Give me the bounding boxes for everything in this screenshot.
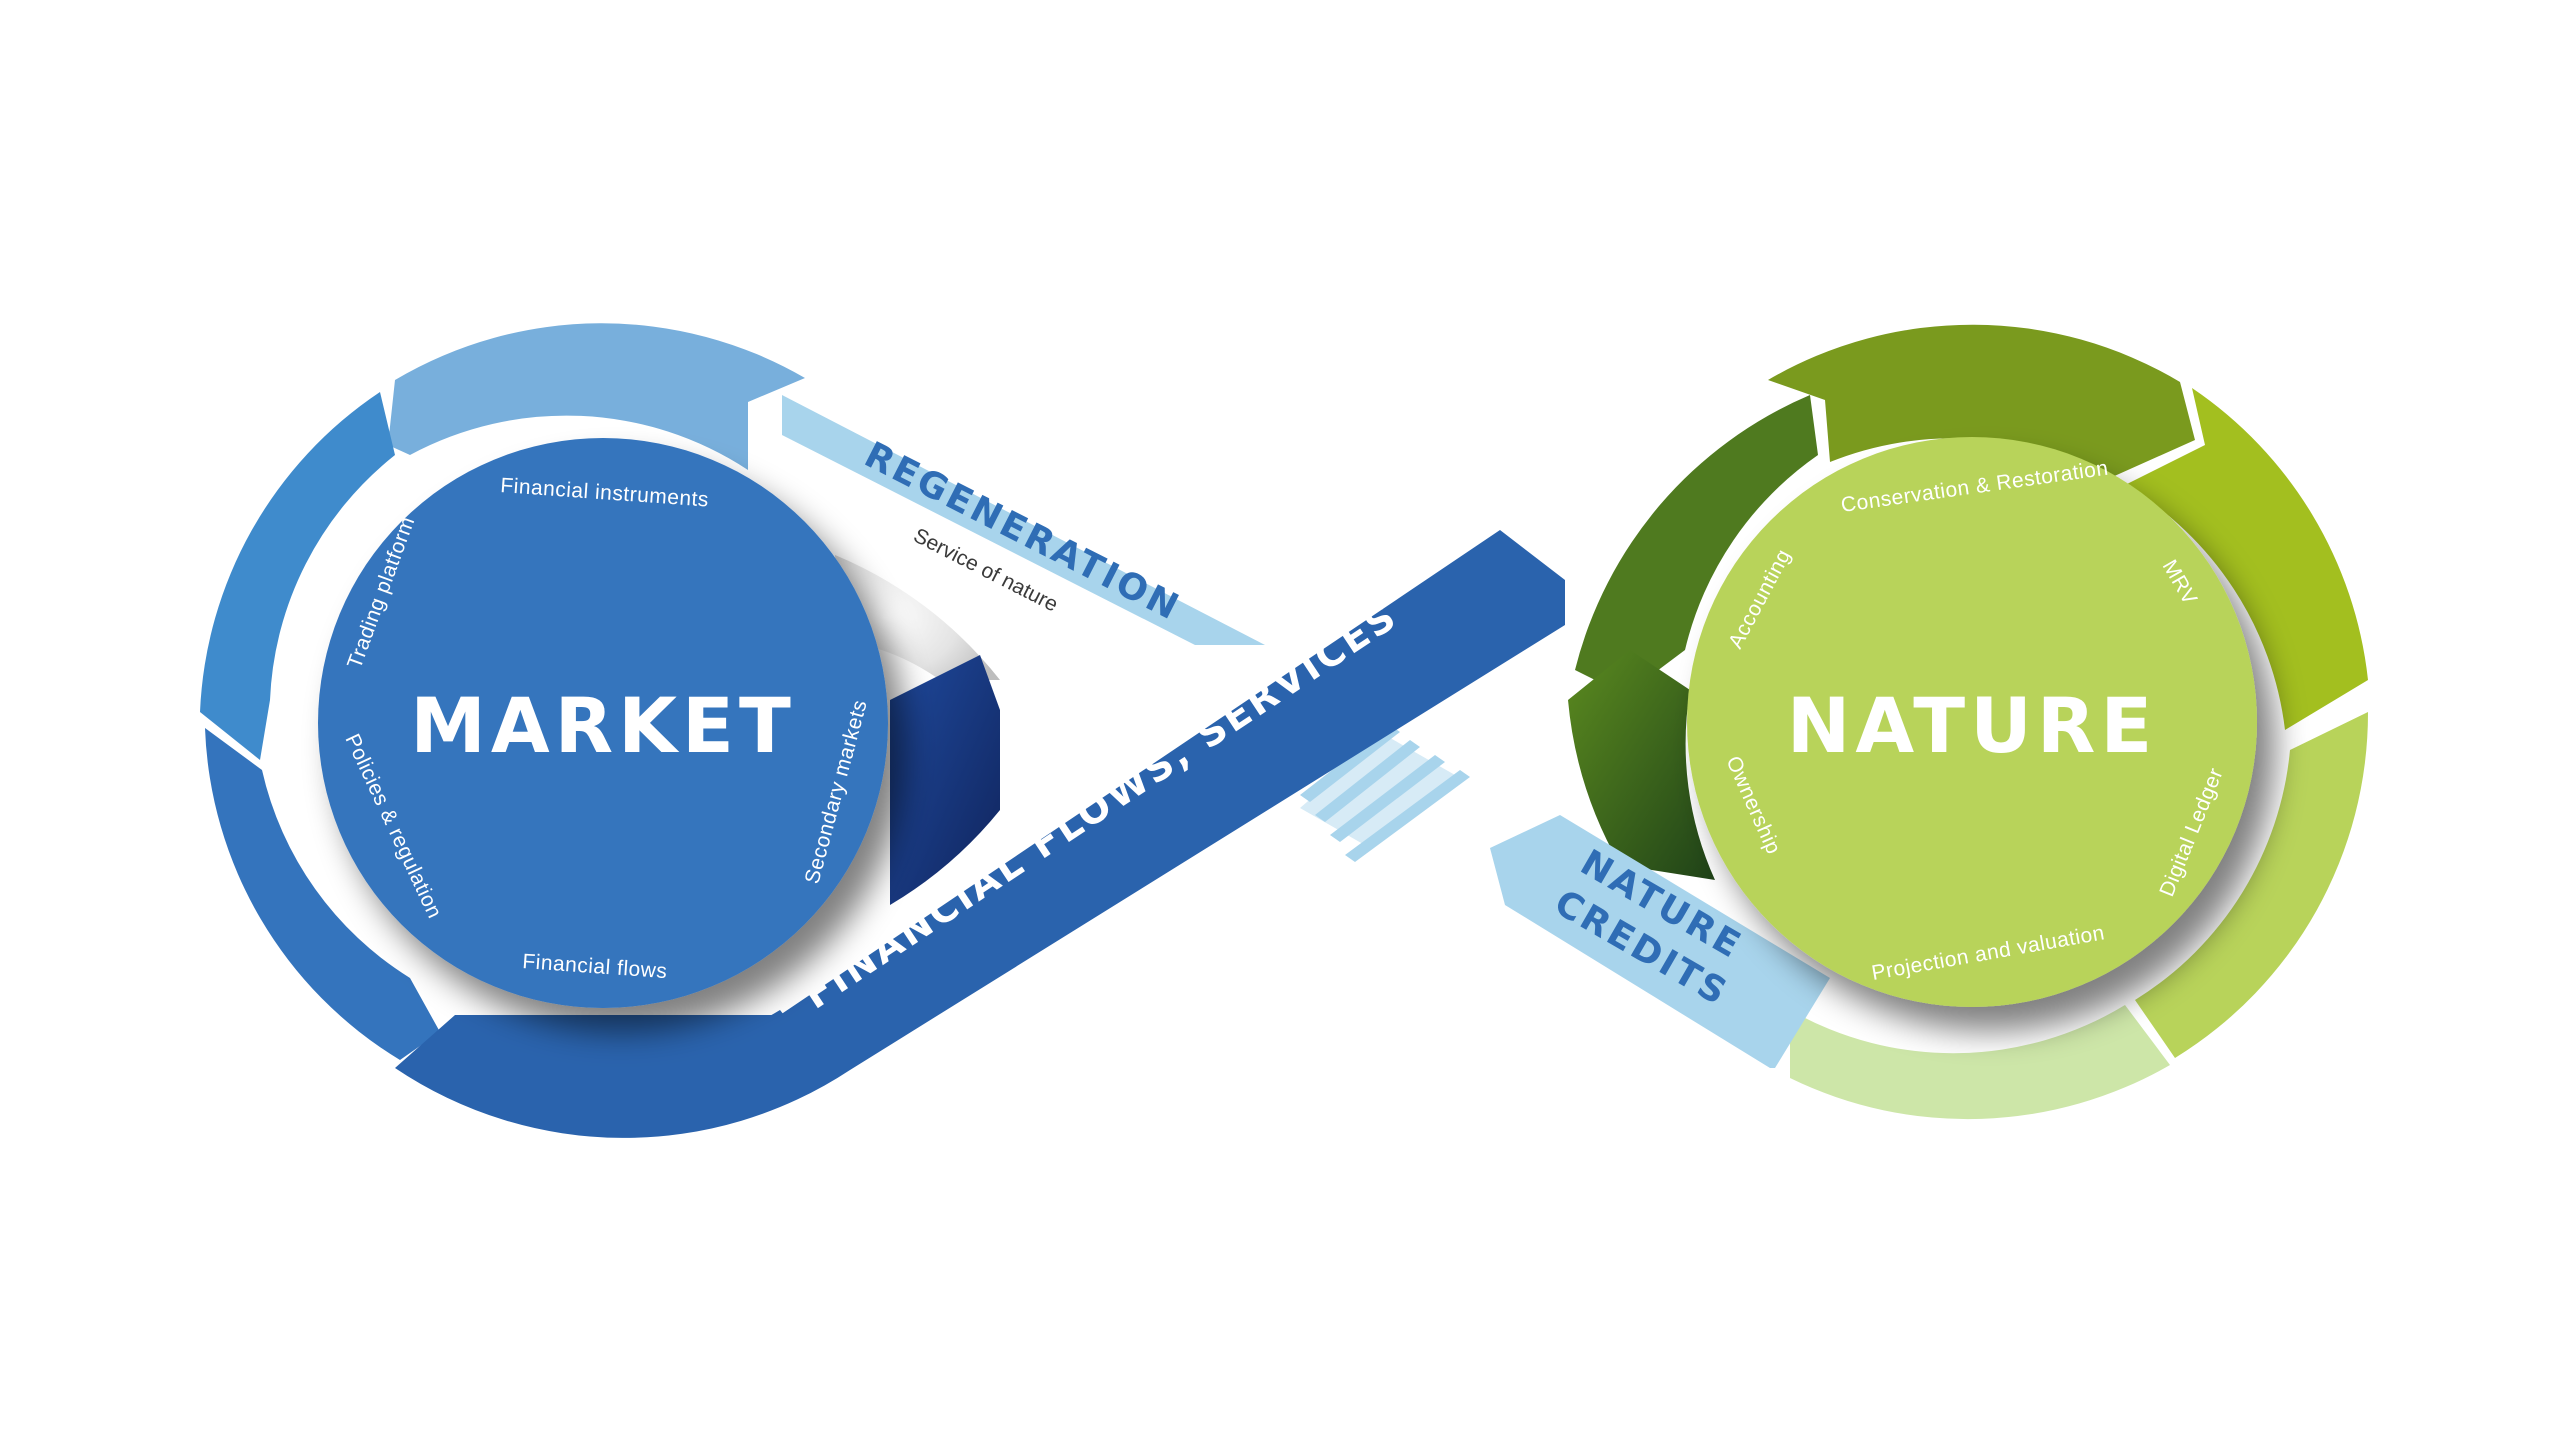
nature-outer-ring <box>1568 324 2369 1120</box>
nature-ring-segment-bottom <box>1790 1005 2170 1120</box>
nature-credits-stripes <box>1300 735 1455 848</box>
market-ring-segment-top <box>388 323 805 470</box>
nature-ring-segment-right-lower <box>2135 712 2369 1058</box>
nature-circle <box>1687 437 2257 1007</box>
market-title: MARKET <box>410 681 796 770</box>
financial-flows-band-shape <box>395 530 1565 1138</box>
nature-ring-segment-left-lower <box>1568 650 1715 880</box>
market-ring-segment-left-upper <box>200 392 395 760</box>
nature-ring-segment-top <box>1768 324 2195 478</box>
market-circle <box>318 438 888 1008</box>
nature-title: NATURE <box>1787 681 2158 770</box>
market-center <box>318 438 888 1008</box>
market-navy-segment <box>890 655 1000 905</box>
market-silver-segment <box>835 555 1000 680</box>
nature-ring-segment-left-upper <box>1575 395 1818 695</box>
market-ring-segment-left-lower <box>205 728 440 1060</box>
nature-ring-segment-right-upper <box>2125 388 2368 730</box>
nature-center <box>1687 437 2257 1007</box>
